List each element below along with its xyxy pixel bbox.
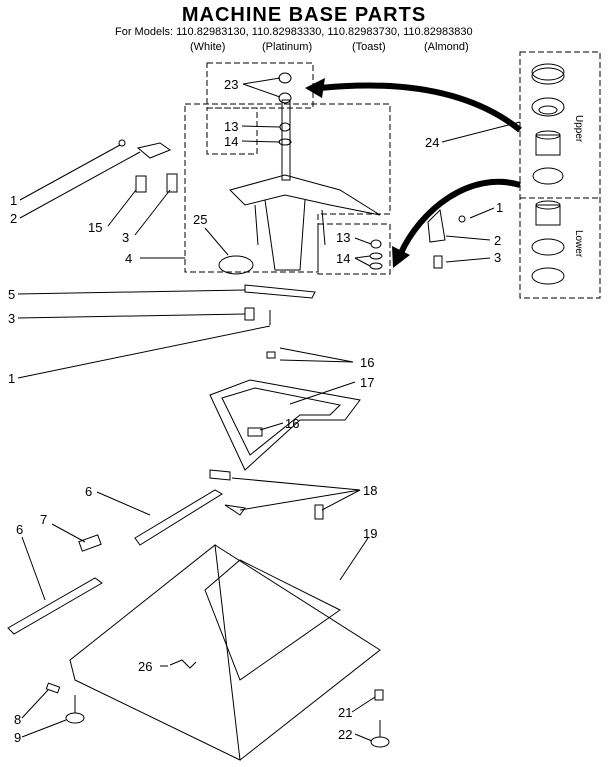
callout-26: 26 [138,659,152,674]
foot-22 [370,736,390,748]
screw-1 [118,139,126,147]
spring-15 [135,175,147,193]
callout-4: 4 [125,251,132,266]
callout-5: 5 [8,287,15,302]
seal-25 [218,255,254,275]
lower-bearing-3 [531,267,565,285]
box-23 [206,62,314,109]
base-center [204,559,341,681]
callout-2: 2 [10,211,17,226]
color-white: (White) [190,41,226,53]
callout-16b: 16 [285,416,299,431]
upper-bearing-2 [531,97,565,117]
callout-3c: 3 [494,250,501,265]
clip-2 [136,142,172,159]
callout-23: 23 [224,77,238,92]
foot-9 [65,712,85,724]
callout-21: 21 [338,705,352,720]
color-toast: (Toast) [352,41,386,53]
clip-2-right [427,208,446,243]
callout-1c: 1 [496,200,503,215]
base-right [214,544,381,761]
callout-13b: 13 [336,230,350,245]
callout-6: 6 [85,484,92,499]
part-21 [374,689,384,701]
screw-8 [45,682,61,694]
callout-22: 22 [338,727,352,742]
lever-5 [244,284,316,299]
base-left [69,544,241,761]
inset-lower-label: Lower [573,230,584,258]
part-14 [278,138,292,146]
upper-bearing-1 [531,63,565,81]
callout-1: 1 [10,193,17,208]
callout-9: 9 [14,730,21,745]
callout-14: 14 [224,134,238,149]
spring-3b [244,307,255,321]
rail-6-top [134,489,223,546]
part-23b [278,92,292,104]
callout-19: 19 [363,526,377,541]
callout-18: 18 [363,483,377,498]
callout-24: 24 [425,135,439,150]
callout-1b: 1 [8,371,15,386]
upper-bearing-3 [535,134,561,156]
part-23a [278,72,292,84]
arrow-upper [319,82,522,133]
spring-3 [166,173,178,193]
lower-bearing-2 [531,238,565,256]
callout-8: 8 [14,712,21,727]
transmission-housing [264,199,306,271]
diagram-title: MACHINE BASE PARTS [181,4,427,26]
arrow-lower [397,178,521,257]
callout-16: 16 [360,355,374,370]
callout-2b: 2 [494,233,501,248]
frame-17 [209,379,361,471]
box-4 [184,103,391,273]
mount-bracket [229,174,381,216]
box-13-14-top [206,107,258,155]
callout-7: 7 [40,512,47,527]
callout-17: 17 [360,375,374,390]
box-13-14-right [317,223,391,275]
rail-6-left [7,577,103,635]
callout-15: 15 [88,220,102,235]
callout-13: 13 [224,119,238,134]
callout-3: 3 [122,230,129,245]
shaft [281,99,291,181]
spring-7 [78,534,102,552]
lower-bearing-1 [535,204,561,226]
color-platinum: (Platinum) [262,41,313,53]
inset-upper-label: Upper [573,115,584,143]
callout-25: 25 [193,212,207,227]
callout-14b: 14 [336,251,350,266]
inset-box [519,51,601,299]
upper-bearing-4 [532,167,564,185]
callout-6b: 6 [16,522,23,537]
models-line: For Models: 110.82983130, 110.82983330, … [115,26,473,38]
callout-3b: 3 [8,311,15,326]
color-almond: (Almond) [424,41,469,53]
